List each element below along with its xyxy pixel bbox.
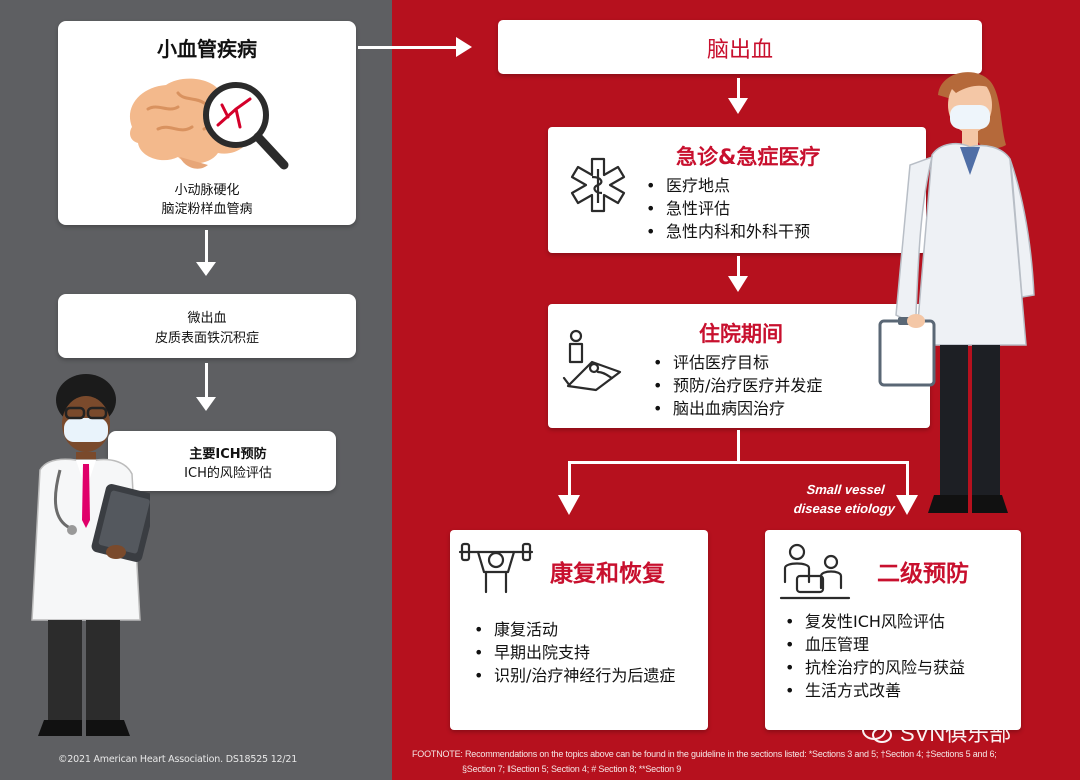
male-doctor-illustration (31, 374, 150, 736)
microbleed-box: 微出血 皮质表面铁沉积症 (58, 294, 356, 358)
prevention-title: 主要ICH预防 (189, 447, 267, 462)
arrow-branch-left-down (568, 461, 571, 497)
arrow-micro-to-prevention (205, 363, 208, 399)
arrow-svd-to-ich (358, 46, 458, 49)
weightlifting-icon (458, 542, 534, 594)
hospital-list: 评估医疗目标 预防/治疗医疗并发症 脑出血病因治疗 (649, 351, 822, 420)
female-doctor-illustration (878, 72, 1035, 513)
rehab-title: 康复和恢复 (550, 561, 665, 587)
list-item: 脑出血病因治疗 (649, 397, 822, 420)
arrow-svd-to-micro (205, 230, 208, 265)
list-item: 急性内科和外科干预 (642, 220, 810, 243)
svd-line2: 脑淀粉样血管病 (161, 202, 253, 217)
arrow-head (728, 98, 748, 114)
hospital-stay-box: 住院期间 评估医疗目标 预防/治疗医疗并发症 脑出血病因治疗 (548, 304, 930, 428)
list-item: 医疗地点 (642, 174, 810, 197)
watermark: SVN俱乐部 (862, 716, 1011, 748)
footnote-line1: FOOTNOTE: Recommendations on the topics … (412, 749, 997, 759)
emergency-list: 医疗地点 急性评估 急性内科和外科干预 (642, 174, 810, 243)
svd-line1: 小动脉硬化 (174, 183, 240, 198)
list-item: 康复活动 (470, 618, 702, 641)
hospital-bed-icon (562, 329, 622, 392)
rehabilitation-box: 康复和恢复 康复活动 早期出院支持 识别/治疗神经行为后遗症 (450, 530, 708, 730)
emergency-title: 急诊&急症医疗 (676, 145, 821, 169)
watermark-text: SVN俱乐部 (900, 721, 1012, 746)
arrow-hospital-down (737, 430, 740, 462)
emergency-care-box: 急诊&急症医疗 医疗地点 急性评估 急性内科和外科干预 (548, 127, 926, 253)
primary-prevention-box: 主要ICH预防 ICH的风险评估 (108, 431, 336, 491)
footnote-line2: §Section 7; ‖Section 5; Section 4; # Sec… (462, 764, 682, 774)
arrow-branch-horizontal (568, 461, 909, 464)
list-item: 识别/治疗神经行为后遗症 (470, 664, 682, 687)
list-item: 血压管理 (781, 633, 1011, 656)
brain-magnifier-icon (129, 78, 289, 170)
micro-line1: 微出血 (187, 311, 227, 326)
arrow-head (196, 262, 216, 276)
secondary-prevention-box: 二级预防 复发性ICH风险评估 血压管理 抗栓治疗的风险与获益 生活方式改善 (765, 530, 1021, 730)
svd-title: 小血管疾病 (157, 37, 257, 61)
star-of-life-icon (570, 157, 626, 213)
prevention-subtitle: ICH的风险评估 (184, 466, 272, 481)
secondary-title: 二级预防 (877, 561, 969, 587)
list-item: 急性评估 (642, 197, 810, 220)
arrow-head (896, 495, 918, 515)
arrow-ich-to-emergency (737, 78, 740, 100)
list-item: 预防/治疗医疗并发症 (649, 374, 822, 397)
list-item: 抗栓治疗的风险与获益 (781, 656, 983, 679)
hospital-title: 住院期间 (699, 322, 783, 346)
list-item: 生活方式改善 (781, 679, 1011, 702)
ich-box: 脑出血 (498, 20, 982, 74)
list-item: 早期出院支持 (470, 641, 702, 664)
arrow-head (196, 397, 216, 411)
wechat-icon (862, 720, 892, 743)
list-item: 复发性ICH风险评估 (781, 610, 1011, 633)
arrow-emergency-to-hospital (737, 256, 740, 278)
arrow-head (728, 276, 748, 292)
micro-line2: 皮质表面铁沉积症 (154, 331, 259, 346)
arrow-branch-right-down (906, 461, 909, 497)
arrow-head (558, 495, 580, 515)
footnote: FOOTNOTE: Recommendations on the topics … (412, 747, 1032, 777)
copyright-text: ©2021 American Heart Association. DS1852… (58, 754, 298, 765)
list-item: 评估医疗目标 (649, 351, 822, 374)
rehab-list: 康复活动 早期出院支持 识别/治疗神经行为后遗症 (470, 618, 702, 687)
ich-title: 脑出血 (706, 38, 773, 63)
doctor-consult-icon (779, 543, 851, 600)
secondary-list: 复发性ICH风险评估 血压管理 抗栓治疗的风险与获益 生活方式改善 (781, 610, 1011, 702)
arrow-head (456, 37, 472, 57)
small-vessel-disease-box: 小血管疾病 小动脉硬化 脑淀粉样血管病 (58, 21, 356, 225)
